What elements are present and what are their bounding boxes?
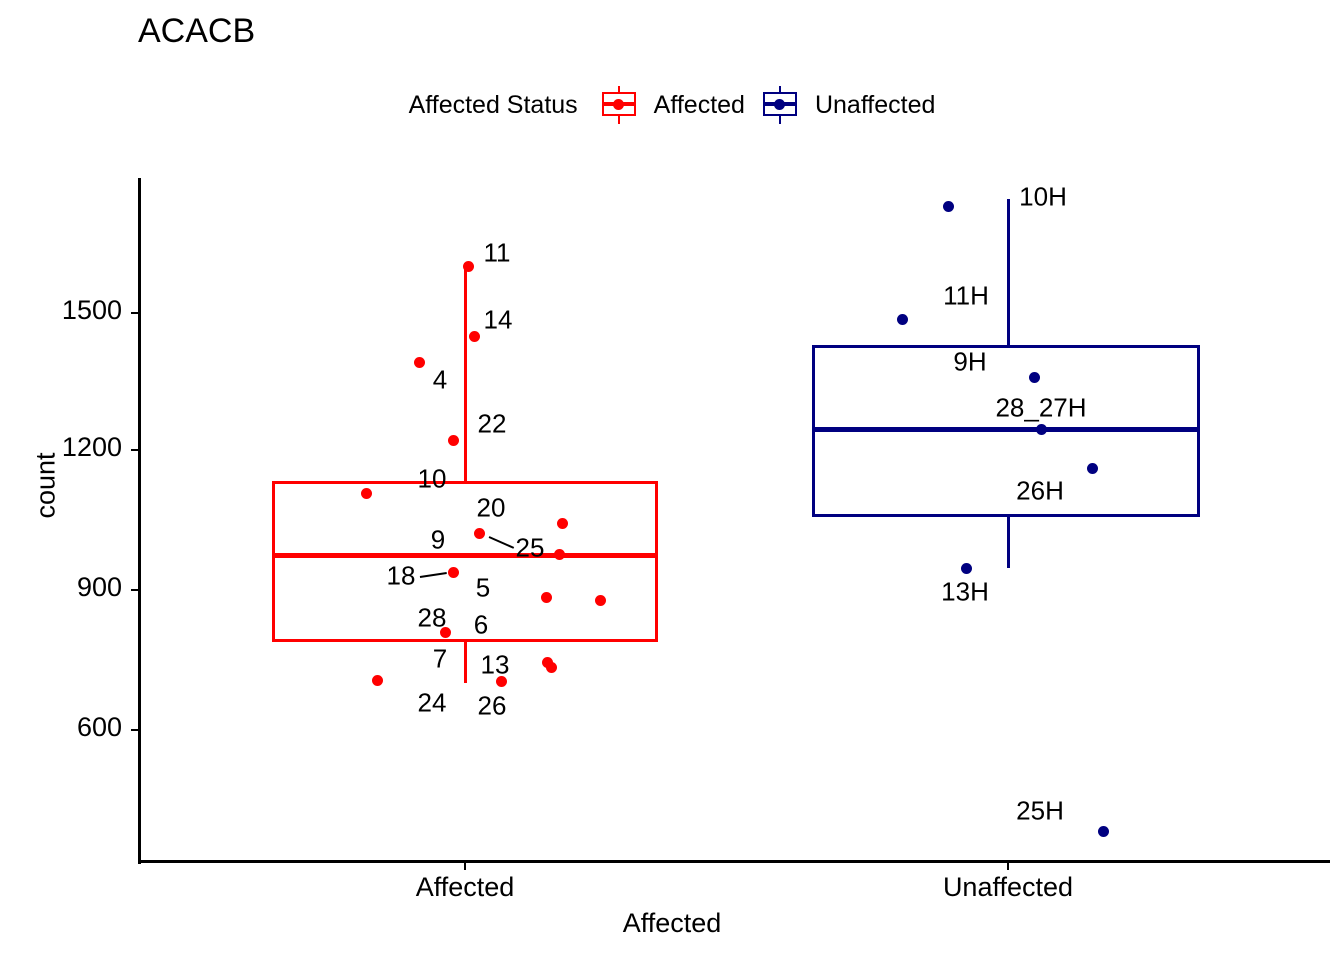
data-point[interactable] [468,330,480,342]
data-point[interactable] [1086,462,1098,474]
legend-key-affected-icon [598,86,644,124]
data-point-label: 7 [432,643,448,674]
data-point[interactable] [462,260,474,272]
data-point-label: 28_27H [995,392,1087,423]
data-point-label: 25 [515,532,545,563]
data-point-label: 20 [476,492,506,523]
chart-title: ACACB [138,12,256,50]
legend-label-affected: Affected [653,90,745,119]
y-axis-line [138,178,141,864]
data-point-label: 10 [417,463,447,494]
y-tick-mark [131,448,139,452]
x-tick-mark [1006,862,1010,870]
whisker-upper-unaffected [1006,199,1010,345]
legend-key-unaffected-icon [759,86,805,124]
data-point-label: 22 [477,408,507,439]
x-axis-line [138,860,1330,863]
legend-item-unaffected[interactable]: Unaffected [759,86,936,124]
data-point[interactable] [360,487,372,499]
data-point-label: 10H [1019,181,1067,212]
data-point[interactable] [960,562,972,574]
y-tick-mark [131,311,139,315]
data-point[interactable] [439,626,451,638]
data-point[interactable] [540,591,552,603]
data-point-label: 24 [417,687,447,718]
data-point[interactable] [553,548,565,560]
data-point[interactable] [447,566,459,578]
y-tick-label: 1200 [61,432,122,462]
data-point[interactable] [556,517,568,529]
data-point-label: 6 [473,609,489,640]
y-tick-mark [131,588,139,592]
data-point-label: 18 [386,560,416,591]
box-affected [272,481,658,642]
data-point[interactable] [1035,423,1047,435]
y-tick-label: 900 [76,572,122,602]
legend: Affected Status Affected [0,86,1344,124]
data-point[interactable] [447,434,459,446]
data-point-label: 9 [430,524,446,555]
data-point[interactable] [545,661,557,673]
legend-title: Affected Status [408,90,578,119]
legend-item-affected[interactable]: Affected [598,86,745,124]
data-point-label: 13H [941,576,989,607]
y-tick-mark [131,728,139,732]
data-point[interactable] [541,656,553,668]
legend-label-unaffected: Unaffected [814,90,936,119]
data-point[interactable] [371,674,383,686]
whisker-lower-unaffected [1006,517,1010,568]
x-axis-title: Affected [622,908,722,938]
data-point-label: 5 [475,572,491,603]
x-tick-label: Affected [415,872,515,902]
data-point-label: 9H [953,346,987,377]
data-point[interactable] [1097,825,1109,837]
data-point-label: 14 [483,304,513,335]
y-tick-label: 1500 [61,295,122,325]
data-point-label: 26H [1016,475,1064,506]
data-point-label: 28 [417,602,447,633]
data-point-label: 11H [943,280,989,311]
y-tick-label: 600 [76,712,122,742]
median-line-unaffected [812,426,1200,432]
data-point-label: 11 [483,237,511,268]
data-point[interactable] [1028,371,1040,383]
data-point[interactable] [594,594,606,606]
data-point[interactable] [473,527,485,539]
x-tick-mark [463,862,467,870]
whisker-lower-affected [463,642,467,683]
median-line-affected [272,552,658,558]
data-point[interactable] [495,675,507,687]
data-point[interactable] [896,313,908,325]
data-point-label: 4 [432,364,448,395]
x-tick-label: Unaffected [942,872,1074,902]
data-point-label: 25H [1016,795,1064,826]
data-point-label: 13 [480,649,510,680]
data-point[interactable] [413,356,425,368]
data-point-label: 26 [477,690,507,721]
data-point[interactable] [942,200,954,212]
whisker-upper-affected [463,263,467,481]
